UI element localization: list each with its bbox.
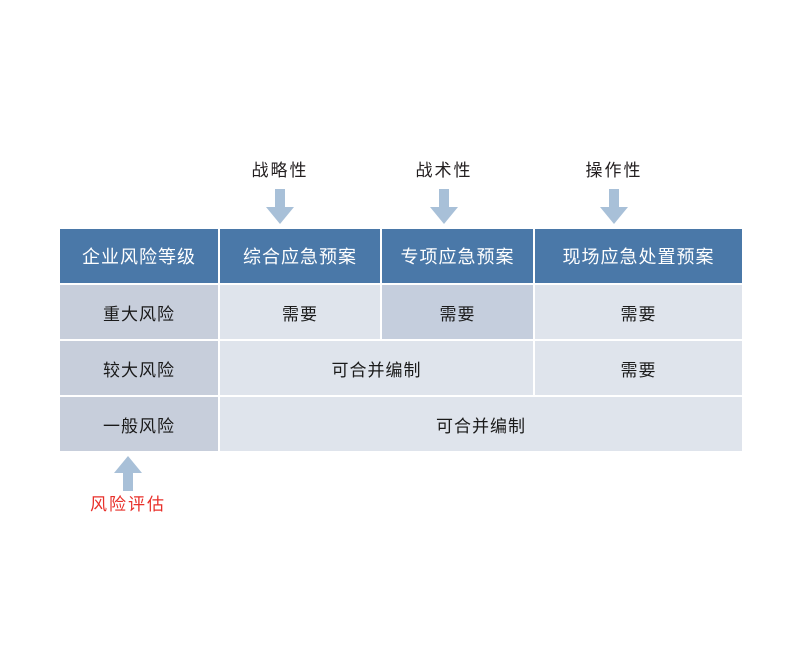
arrow-down-icon	[600, 189, 628, 224]
arrow-down-icon	[430, 189, 458, 224]
annotation-strategic-label: 战略性	[251, 161, 309, 181]
table-header-row: 企业风险等级 综合应急预案 专项应急预案 现场应急处置预案	[60, 229, 742, 283]
cell-major-special: 需要	[382, 285, 533, 339]
annotation-strategic: 战略性	[232, 163, 328, 225]
arrow-down-icon	[266, 189, 294, 224]
table-row: 一般风险 可合并编制	[60, 397, 742, 451]
row-label-major-risk: 重大风险	[60, 285, 218, 339]
table-row: 重大风险 需要 需要 需要	[60, 285, 742, 339]
emergency-plan-matrix-table: 企业风险等级 综合应急预案 专项应急预案 现场应急处置预案 重大风险 需要 需要…	[58, 227, 744, 453]
cell-large-merged-plan: 可合并编制	[220, 341, 533, 395]
header-cell-risk-level: 企业风险等级	[60, 229, 218, 283]
header-cell-comprehensive-plan: 综合应急预案	[220, 229, 380, 283]
header-cell-onsite-plan: 现场应急处置预案	[535, 229, 742, 283]
annotation-operational-label: 操作性	[585, 161, 643, 181]
cell-major-comprehensive: 需要	[220, 285, 380, 339]
annotation-risk-assessment: 风险评估	[80, 455, 176, 514]
annotation-tactical: 战术性	[396, 163, 492, 225]
cell-general-merged-plan: 可合并编制	[220, 397, 742, 451]
header-cell-special-plan: 专项应急预案	[382, 229, 533, 283]
table-row: 较大风险 可合并编制 需要	[60, 341, 742, 395]
annotation-risk-assessment-label: 风险评估	[90, 495, 166, 515]
cell-major-onsite: 需要	[535, 285, 742, 339]
row-label-general-risk: 一般风险	[60, 397, 218, 451]
cell-large-onsite: 需要	[535, 341, 742, 395]
annotation-tactical-label: 战术性	[415, 161, 473, 181]
annotation-operational: 操作性	[566, 163, 662, 225]
row-label-large-risk: 较大风险	[60, 341, 218, 395]
arrow-up-icon	[114, 456, 142, 491]
